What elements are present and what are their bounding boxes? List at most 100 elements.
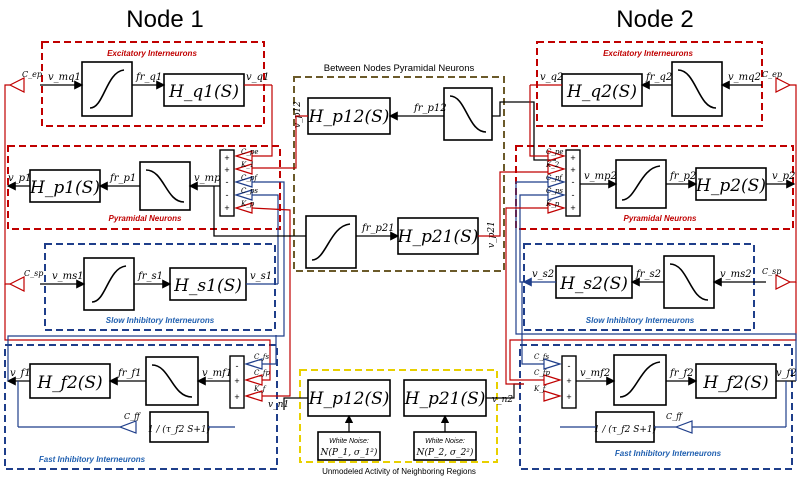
- svg-text:+: +: [224, 165, 229, 175]
- block-hq1: [163, 73, 245, 107]
- sig-vp21: v_p21: [487, 221, 497, 248]
- sigmoid-s1: [83, 257, 135, 311]
- sig-vmf1: v_mf1: [202, 368, 232, 379]
- unmodeled-title: Unmodeled Activity of Neighboring Region…: [322, 467, 476, 476]
- slow-inhib-group-1: [44, 243, 276, 331]
- sig-vms1: v_ms1: [52, 271, 84, 282]
- gain-csp1-label: C_sp: [24, 269, 43, 278]
- node1-title: Node 1: [126, 6, 203, 33]
- gain-n1-pe: C_pe: [241, 148, 258, 156]
- sig-vs1: v_s1: [250, 271, 272, 282]
- excitatory-group-2: [536, 41, 763, 127]
- block-hf2-text: H_f2(S): [702, 373, 768, 393]
- sig-frq1: fr_q1: [135, 72, 162, 83]
- noise-2-title: White Noise:: [425, 438, 465, 445]
- block-hs1-text: H_s1(S): [173, 276, 242, 296]
- sig-vmp2: v_mp2: [584, 171, 617, 182]
- pyramidal-group-2: [515, 145, 794, 230]
- fast1-label: Fast Inhibitory Interneurons: [39, 455, 146, 464]
- slow2-label: Slow Inhibitory Interneurons: [586, 316, 695, 325]
- excitatory-group-1: [41, 41, 265, 127]
- sig-vp2: v_p2: [772, 171, 795, 182]
- sig-vp1: v_p1: [8, 173, 31, 184]
- noise-1-expr: N(P_1, σ_1²): [320, 447, 378, 458]
- gain-n2-kf: K_f: [533, 385, 547, 393]
- block-hp1: [29, 169, 101, 203]
- sig-frs1: fr_s1: [137, 271, 163, 282]
- svg-text:+: +: [566, 392, 571, 402]
- svg-text:-: -: [572, 177, 575, 187]
- gain-csp2: [775, 274, 792, 290]
- gain-csp1: [8, 276, 25, 292]
- sig-frf2: fr_f2: [669, 368, 694, 379]
- svg-text:+: +: [570, 153, 575, 163]
- gain-cff2: [674, 420, 693, 434]
- block-hp21-noise: [403, 379, 487, 417]
- sig-vn1: v_n1: [268, 400, 289, 410]
- gain-n1-fs: C_fs: [254, 353, 269, 361]
- sig-frp1: fr_p1: [109, 173, 136, 184]
- gain-csp2-label: C_sp: [762, 267, 781, 276]
- svg-text:-: -: [226, 190, 229, 200]
- noise-1-title: White Noise:: [329, 438, 369, 445]
- gain-cff2-label: C_ff: [666, 412, 683, 421]
- svg-text:+: +: [570, 165, 575, 175]
- block-hp12-noise-text: H_p12(S): [308, 389, 390, 409]
- exc1-label: Excitatory Interneurons: [107, 49, 197, 58]
- block-hq2-text: H_q2(S): [566, 82, 637, 102]
- gain-cff1: [118, 420, 137, 434]
- gain-n2-pf: C_pf: [546, 174, 563, 182]
- svg-text:+: +: [566, 376, 571, 386]
- pyr1-label: Pyramidal Neurons: [109, 214, 182, 223]
- gain-n2-fp: C_fp: [534, 369, 550, 377]
- gain-cep1: [8, 77, 25, 93]
- sig-vq2: v_q2: [540, 72, 563, 83]
- svg-text:-: -: [226, 177, 229, 187]
- gain-n1-kf: K_f: [253, 385, 267, 393]
- fast-inhib-group-2: [519, 344, 793, 470]
- pyr2-label: Pyramidal Neurons: [624, 214, 697, 223]
- sig-vms2: v_ms2: [720, 269, 752, 280]
- svg-text:+: +: [570, 203, 575, 213]
- fast-inhib-group-1: [4, 344, 278, 470]
- gain-cep2-label: C_ep: [762, 70, 782, 79]
- unmodeled-group: [299, 369, 498, 463]
- gain-n1-fp: C_fp: [254, 369, 270, 377]
- noise-2: [413, 431, 477, 461]
- svg-text:+: +: [234, 392, 239, 402]
- sig-vmq1: v_mq1: [48, 72, 81, 83]
- tf-f2-text: 1 / (τ_f2 S+1): [594, 424, 657, 435]
- between-group: [293, 76, 505, 272]
- sum-fast2: [561, 355, 577, 409]
- gain-n2-fs: C_fs: [534, 353, 549, 361]
- sum-fast1-signs: - + +: [234, 361, 239, 402]
- sum-pyr2: [565, 149, 581, 217]
- sig-vf2: v_f2: [776, 368, 797, 379]
- sig-frp21: fr_p21: [361, 223, 395, 234]
- block-hf2: [695, 363, 777, 399]
- block-hp21-noise-text: H_p21(S): [404, 389, 486, 409]
- svg-text:+: +: [224, 153, 229, 163]
- tf-f1-text: 1 / (τ_f2 S+1): [148, 424, 211, 435]
- sig-vmq2: v_mq2: [728, 72, 761, 83]
- sig-vf1: v_f1: [10, 368, 31, 379]
- block-hs2-text: H_s2(S): [559, 274, 628, 294]
- gain-cff1-label: C_ff: [124, 412, 141, 421]
- sigmoid-q1: [81, 61, 133, 117]
- gain-n1-ps: C_ps: [241, 187, 258, 195]
- exc2-label: Excitatory Interneurons: [603, 49, 693, 58]
- gain-cep2: [775, 77, 792, 93]
- gain-cep1-label: C_ep: [22, 70, 42, 79]
- svg-text:-: -: [572, 190, 575, 200]
- gain-n2-kp: K_p: [545, 200, 560, 208]
- sig-vs2: v_s2: [532, 269, 554, 280]
- slow1-label: Slow Inhibitory Interneurons: [106, 316, 215, 325]
- sig-vmp1: v_mp1: [194, 173, 227, 184]
- sig-frp2: fr_p2: [669, 171, 696, 182]
- block-hp2-text: H_p2(S): [695, 176, 766, 196]
- sig-vn2: v_n2: [492, 395, 513, 405]
- sum-fast2-signs: - + +: [566, 361, 571, 402]
- fast2-label: Fast Inhibitory Interneurons: [615, 449, 722, 458]
- slow-inhib-group-2: [523, 243, 755, 331]
